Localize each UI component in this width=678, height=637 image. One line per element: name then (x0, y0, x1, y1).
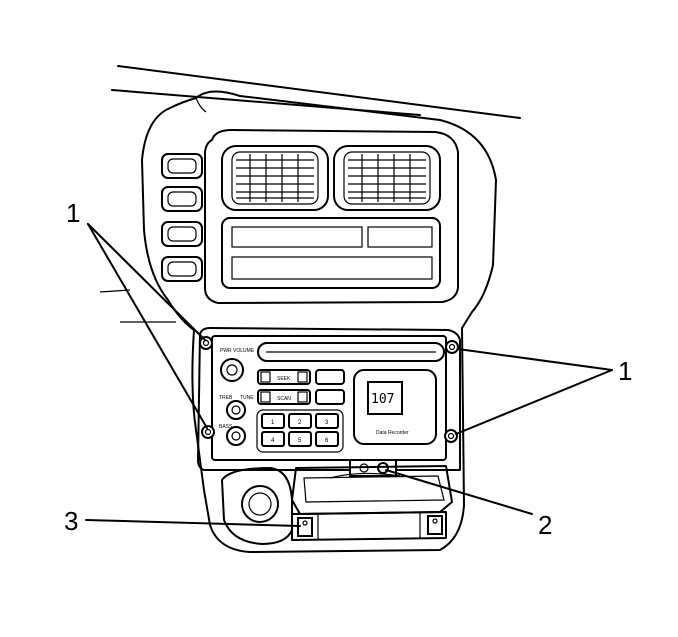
scan-back-icon (260, 391, 271, 403)
preset-button-6[interactable] (315, 431, 339, 447)
switch-4[interactable] (161, 256, 203, 282)
screw-top-left-head (202, 339, 210, 347)
control-panel (221, 217, 441, 289)
dashboard-top-lines (111, 65, 521, 119)
right-air-vent (333, 145, 441, 211)
scan-fwd-icon (297, 391, 308, 403)
tray-hole-left (302, 520, 308, 526)
dash-edge-1 (99, 289, 131, 293)
switch-column (161, 153, 203, 282)
tray-bracket-left (297, 517, 313, 537)
tray-bracket-right (427, 515, 443, 535)
tune-knob[interactable] (226, 400, 246, 420)
volume-knob[interactable] (220, 358, 244, 382)
storage-tray (291, 465, 453, 541)
leader-lines (85, 223, 613, 527)
display-caption: Data Recorder (376, 430, 409, 436)
screw-bottom-right-head (447, 432, 455, 440)
bezel-crease (195, 97, 207, 113)
radio-head-unit: PWR VOLUME TREB TUNE BASS SEEK SCAN (211, 335, 447, 461)
radio-bracket (197, 327, 461, 471)
bass-label: BASS (219, 424, 233, 430)
switch-1-face (167, 158, 197, 174)
lower-left-pocket (221, 467, 293, 545)
left-air-vent (221, 145, 329, 211)
switch-1[interactable] (161, 153, 203, 179)
preset-button-4[interactable] (261, 431, 285, 447)
callout-2: 2 (538, 510, 552, 540)
preset-label-5: 5 (298, 438, 302, 444)
treb-label: TREB (219, 395, 233, 401)
leader-3 (85, 519, 301, 527)
callout-3: 3 (64, 506, 78, 536)
switch-4-face (167, 261, 197, 277)
am-fm-button[interactable] (315, 389, 345, 405)
cigarette-lighter (241, 485, 279, 523)
preset-label-6: 6 (325, 438, 329, 444)
preset-label-2: 2 (298, 420, 302, 426)
tune-knob-center (231, 405, 241, 415)
volume-knob-center (226, 364, 238, 376)
preset-button-2[interactable] (288, 413, 312, 429)
screw-top-right-head (448, 343, 456, 351)
screw-bottom-left (201, 425, 215, 439)
switch-2[interactable] (161, 186, 203, 212)
callout-1-right: 1 (618, 356, 632, 386)
screw-bottom-left-head (204, 428, 212, 436)
center-stack-bezel (141, 90, 497, 553)
tray-hole-right (432, 518, 438, 524)
lighter-inner (248, 492, 272, 516)
display-readout: 107 (371, 392, 394, 407)
scan-label: SCAN (277, 396, 291, 402)
switch-3-face (167, 226, 197, 242)
seek-button[interactable] (257, 369, 311, 385)
bass-knob[interactable] (226, 426, 246, 446)
screw-top-right (445, 340, 459, 354)
mounting-screws (199, 336, 459, 443)
scan-button[interactable] (257, 389, 311, 405)
callout-1-left: 1 (66, 198, 80, 228)
leader-1-top-left (87, 223, 206, 341)
preset-button-5[interactable] (288, 431, 312, 447)
preset-label-4: 4 (271, 438, 275, 444)
screw-top-left (199, 336, 213, 350)
preset-label-1: 1 (271, 420, 275, 426)
leader-1-top-right (457, 348, 613, 371)
leader-1-bottom-right (455, 369, 613, 435)
seek-back-icon (260, 371, 271, 383)
seek-label: SEEK (277, 376, 291, 382)
seek-fwd-icon (297, 371, 308, 383)
leader-2 (385, 469, 533, 515)
preset-button-3[interactable] (315, 413, 339, 429)
switch-3[interactable] (161, 221, 203, 247)
preset-buttons: 1 2 3 4 5 6 (256, 409, 344, 453)
bracket-tab (349, 459, 397, 477)
display-screen (367, 381, 403, 415)
preset-button-1[interactable] (261, 413, 285, 429)
bracket-screw (377, 462, 389, 474)
pwr-volume-label: PWR VOLUME (220, 348, 255, 354)
bass-knob-center (231, 431, 241, 441)
leader-1-bottom-left (87, 223, 208, 429)
tray-inner-edge (329, 472, 401, 479)
tune-label: TUNE (240, 395, 254, 401)
switch-2-face (167, 191, 197, 207)
band-button[interactable] (315, 369, 345, 385)
preset-label-3: 3 (325, 420, 329, 426)
upper-panel (204, 129, 459, 304)
screw-bottom-right (444, 429, 458, 443)
